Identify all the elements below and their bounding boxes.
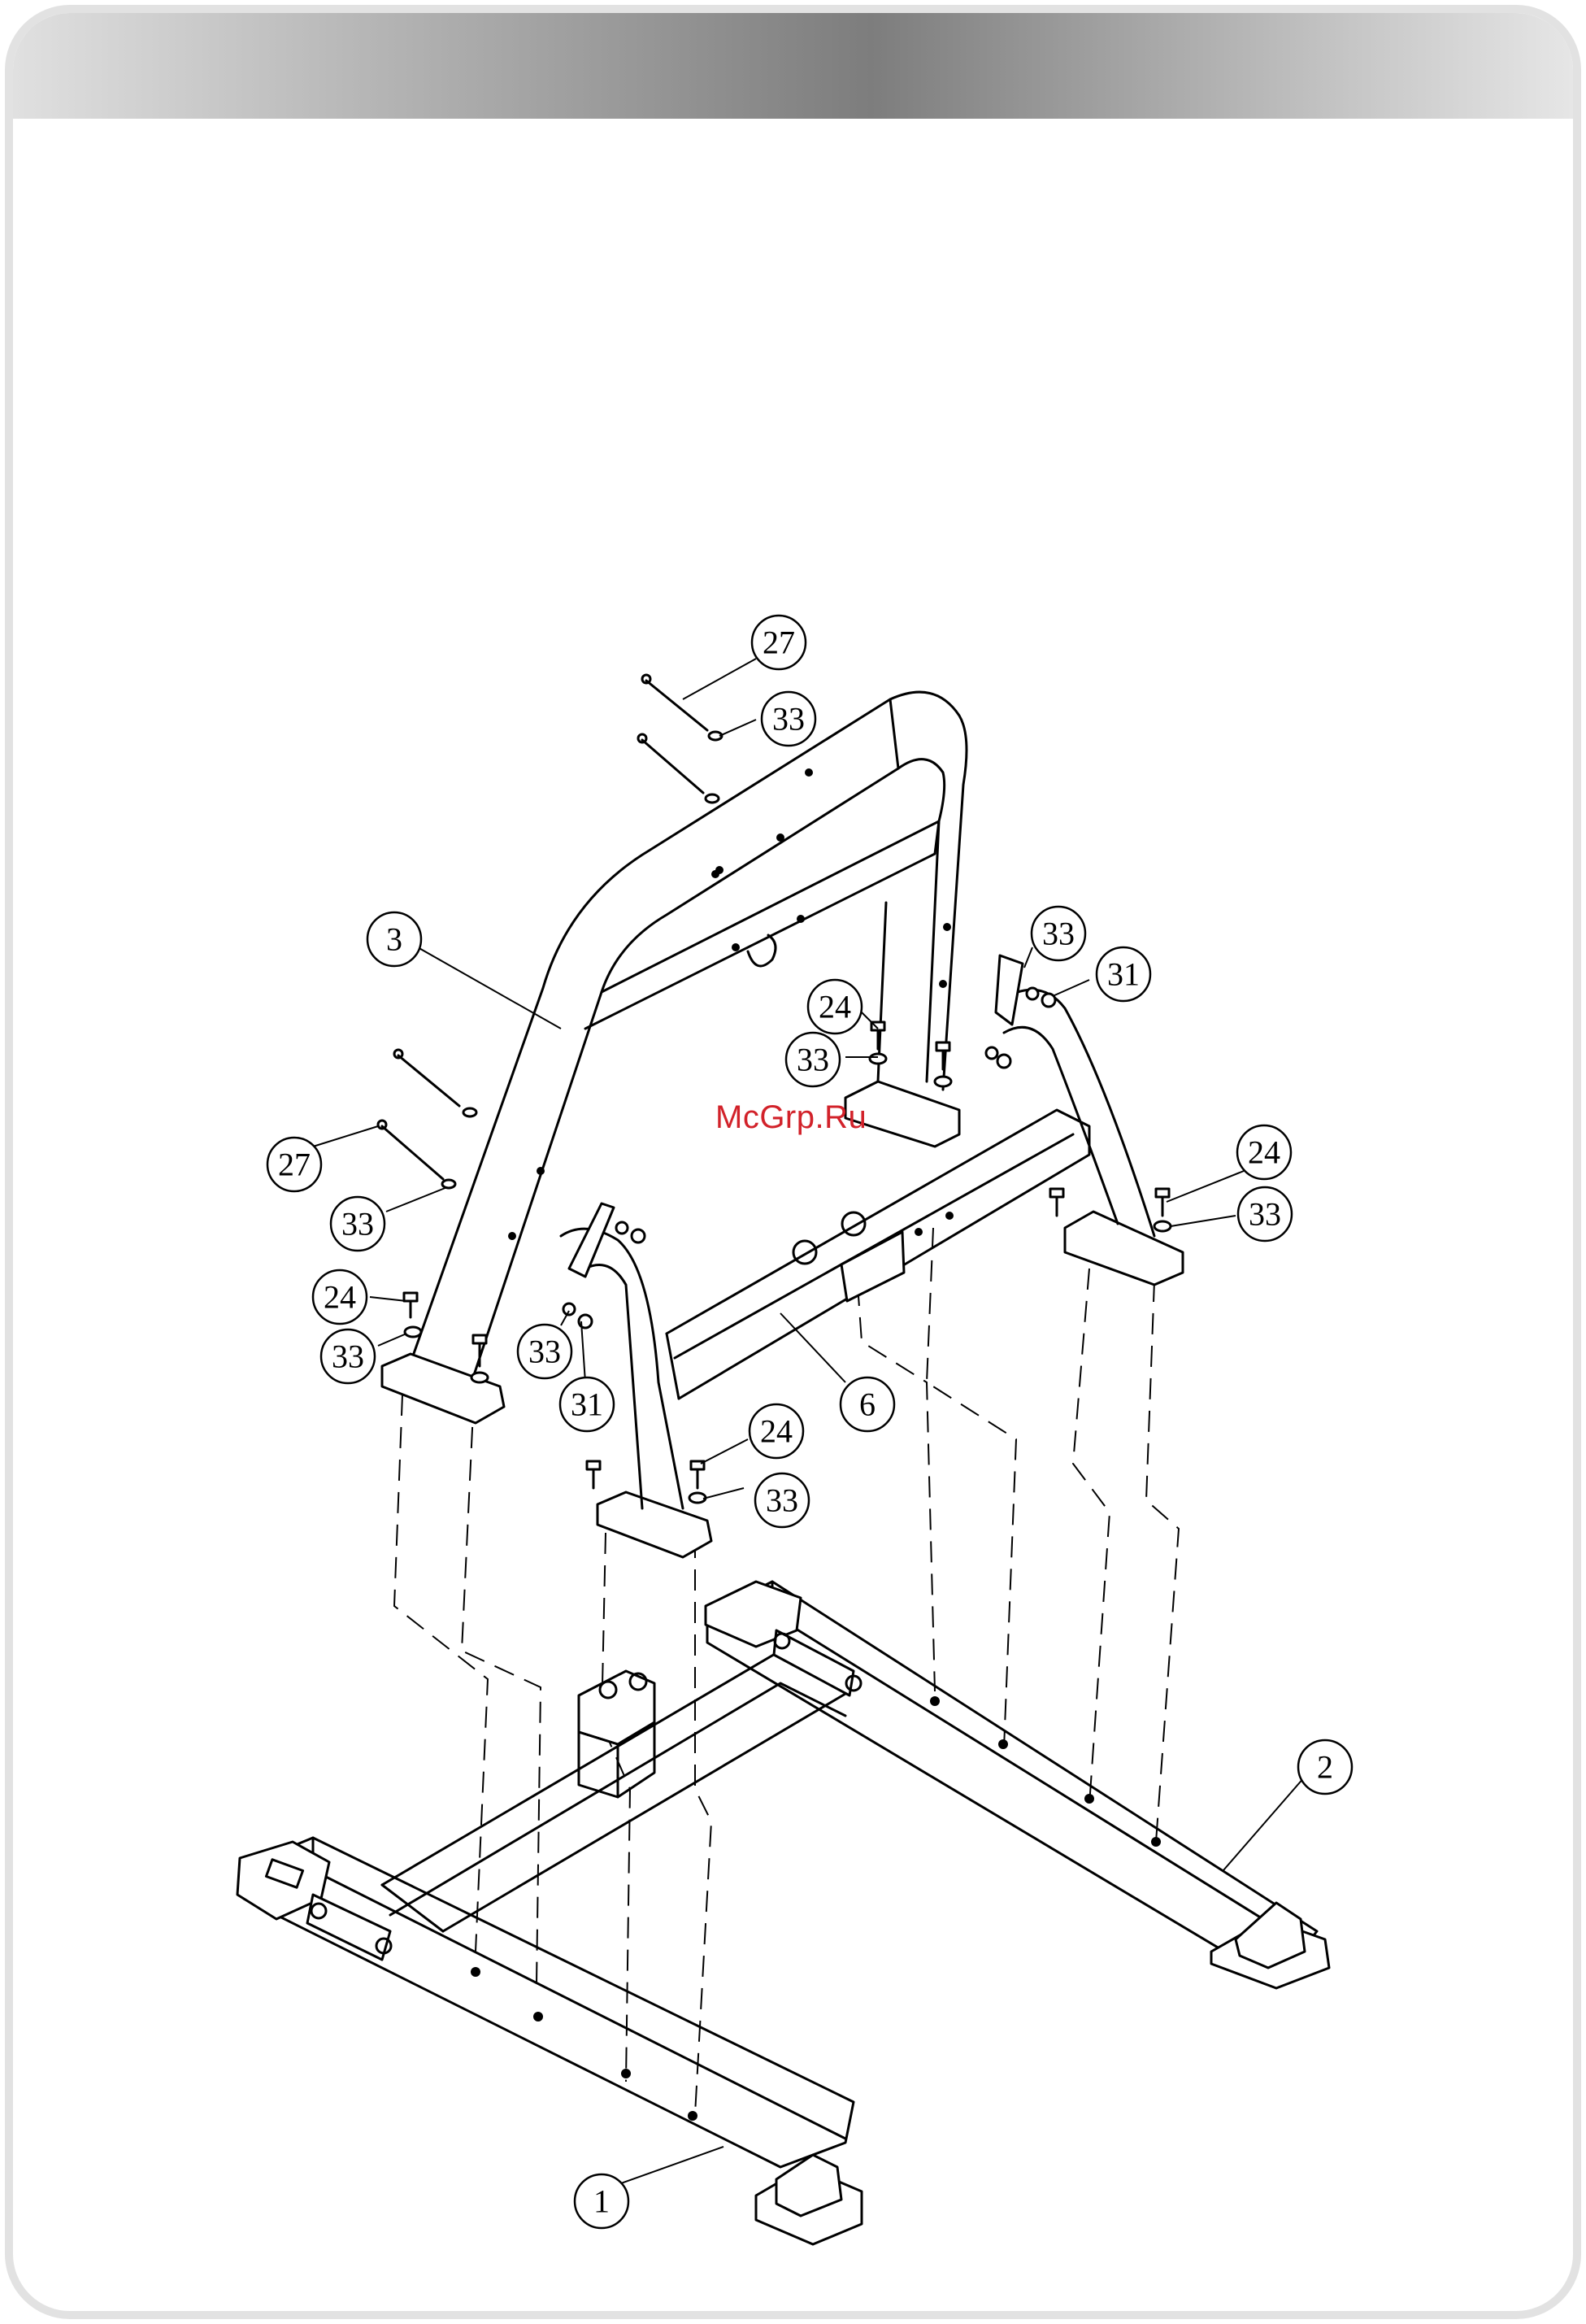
svg-text:33: 33 [332,1338,364,1375]
callout-6: 6 [841,1377,894,1431]
svg-text:1: 1 [593,2183,610,2220]
callout-2: 2 [1298,1740,1352,1794]
callout-33-rear-brace: 33 [1032,907,1085,960]
hardware-fasteners [378,675,1171,1503]
callout-33-front-brace: 33 [518,1325,571,1378]
svg-text:33: 33 [797,1042,829,1078]
svg-text:2: 2 [1317,1749,1333,1786]
callout-24-rear-left: 24 [808,980,862,1034]
svg-text:33: 33 [341,1206,374,1243]
svg-text:33: 33 [772,701,805,738]
svg-text:33: 33 [1249,1196,1281,1233]
svg-text:3: 3 [386,921,402,958]
svg-text:24: 24 [324,1279,356,1316]
crossbar-part-6 [667,1110,1089,1399]
svg-text:33: 33 [528,1334,561,1370]
svg-text:31: 31 [571,1386,603,1423]
alignment-dashed-lines [394,1228,1179,2114]
callout-27-top: 27 [752,616,806,669]
svg-text:33: 33 [766,1482,798,1519]
callout-31-rear: 31 [1097,947,1150,1001]
callout-31-front: 31 [560,1377,614,1431]
callout-33-front-left: 33 [321,1330,375,1383]
callout-bubbles: 27 33 3 33 31 24 33 27 33 24 33 24 33 33… [267,616,1352,2228]
callout-33-top: 33 [762,692,815,746]
svg-text:24: 24 [1248,1134,1280,1171]
svg-text:31: 31 [1107,956,1140,993]
callout-24-front-right: 24 [1237,1125,1291,1179]
callout-27-left: 27 [267,1138,321,1191]
callout-3: 3 [367,912,421,966]
callout-24-front-center: 24 [750,1404,803,1458]
callout-33-left: 33 [331,1197,385,1251]
callout-33-front-right: 33 [1238,1187,1292,1241]
watermark-text: McGrp.Ru [715,1099,867,1136]
callout-24-front-left: 24 [313,1270,367,1324]
callout-33-rear-left: 33 [786,1033,840,1086]
svg-text:6: 6 [859,1386,876,1423]
svg-text:24: 24 [760,1413,793,1450]
svg-text:24: 24 [819,989,851,1025]
center-post [579,1671,654,1797]
svg-text:27: 27 [763,625,795,661]
svg-text:33: 33 [1042,916,1075,952]
callout-33-front-center: 33 [755,1473,809,1527]
svg-text:27: 27 [278,1147,311,1183]
callout-1: 1 [575,2174,628,2228]
base-frame-part-2 [706,1582,1329,1988]
base-frame-part-1 [237,1838,862,2244]
